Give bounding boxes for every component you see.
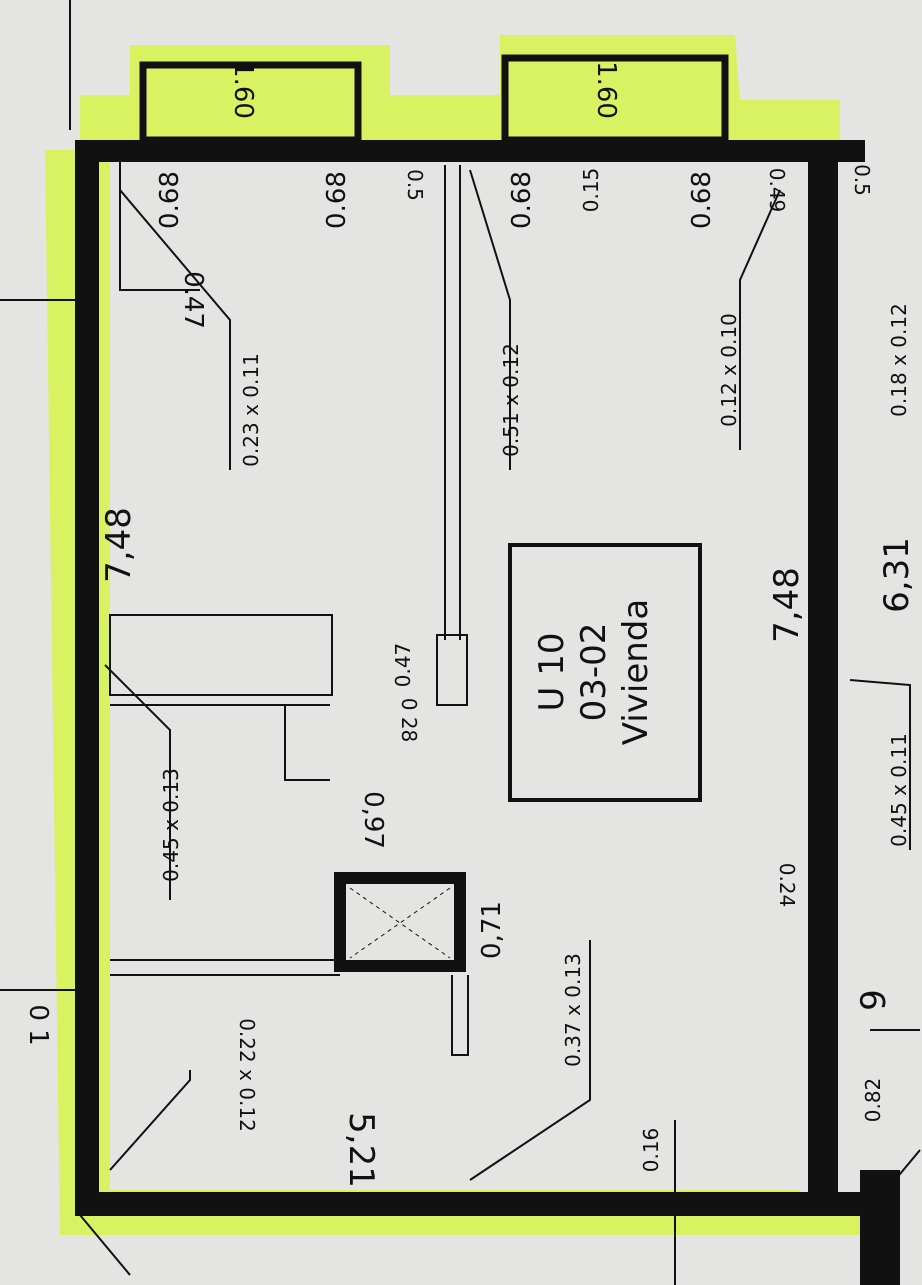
small-label: 0.5 — [850, 164, 874, 196]
vent-label: 0.12 x 0.10 — [717, 313, 741, 427]
length-label: 7,48 — [767, 567, 807, 643]
jamb-label: 0.68 — [687, 171, 717, 229]
room-code: 03-02 — [574, 623, 614, 722]
offset-label: 0.24 — [775, 863, 799, 908]
width-label: 5,21 — [341, 1112, 381, 1188]
dimension-labels: 0.68 0.68 0.68 0.68 0.15 1.60 1.60 0.47 … — [23, 61, 917, 1188]
window-width-label: 1.60 — [591, 61, 621, 119]
small-label: 0.49 — [765, 168, 789, 213]
length-label: 7,48 — [99, 507, 139, 583]
vent-label: 0.18 x 0.12 — [887, 303, 911, 417]
room-tag: U 10 03-02 Vivienda — [532, 599, 656, 745]
jamb-label: 0.68 — [507, 171, 537, 229]
door-width-label: 0.82 — [861, 1078, 885, 1123]
room-unit: U 10 — [532, 633, 572, 712]
vent-label: 0.23 x 0.11 — [239, 353, 263, 467]
vent-label: 0.51 x 0.12 — [499, 343, 523, 457]
vent-label: 0.37 x 0.13 — [561, 953, 585, 1067]
length-label: 6,31 — [877, 537, 917, 613]
edge-label: 9 — [854, 989, 894, 1011]
room-use: Vivienda — [616, 599, 656, 745]
jamb-label: 0.68 — [155, 171, 185, 229]
shaft-depth-label: 0,71 — [477, 901, 507, 959]
radiator-width-label: 0.47 — [391, 643, 415, 688]
small-label: 0.15 — [579, 168, 603, 213]
shaft — [334, 872, 466, 972]
jamb-label: 0.68 — [322, 171, 352, 229]
window-width-label: 1.60 — [228, 61, 258, 119]
vent-label: 0.45 x 0.11 — [887, 733, 911, 847]
small-label: 0.5 — [403, 169, 427, 201]
corner-label: 0.47 — [178, 271, 208, 329]
offset-label: 0.16 — [639, 1128, 663, 1173]
shaft-width-label: 0,97 — [358, 791, 388, 849]
walls — [75, 140, 900, 1285]
edge-label: 0 1 — [23, 1004, 53, 1045]
vent-label: 0.22 x 0.12 — [235, 1018, 259, 1132]
radiator-depth-label: 0 28 — [397, 698, 421, 743]
vent-label: 0.45 x 0.13 — [159, 768, 183, 882]
